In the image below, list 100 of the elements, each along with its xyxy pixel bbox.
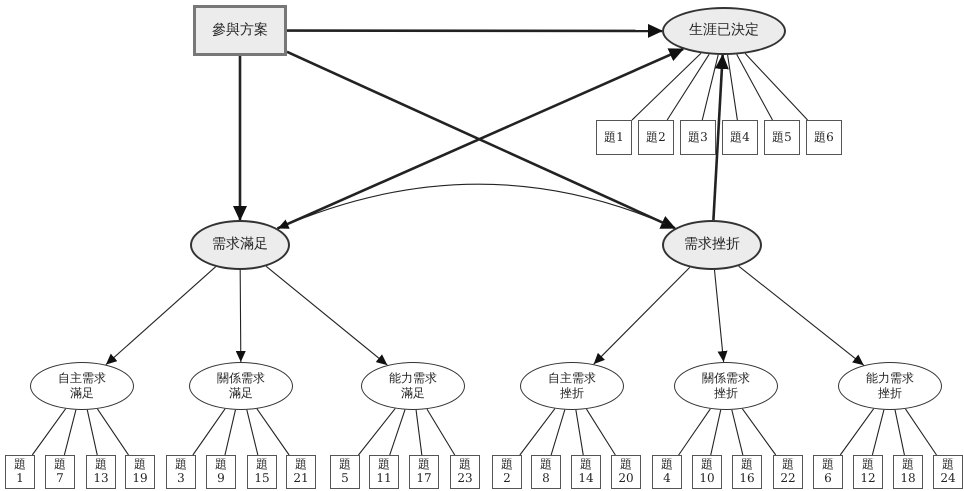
connector-line	[550, 410, 566, 456]
node-label: 題1	[14, 458, 26, 486]
latent-ellipse	[190, 220, 290, 270]
connector-line	[894, 410, 905, 456]
connector-line	[710, 410, 722, 456]
connector-line	[736, 54, 773, 120]
arrow	[712, 54, 729, 220]
node-label: 題18	[900, 458, 916, 486]
connector-line	[727, 54, 738, 120]
connector-line	[97, 408, 129, 456]
arrow	[287, 24, 663, 38]
node-label: 題6	[822, 458, 834, 486]
connector-line	[744, 53, 808, 120]
node-label: 題23	[457, 458, 473, 486]
item-box	[853, 455, 883, 489]
node-label: 參與方案	[212, 22, 268, 40]
arrow	[236, 270, 246, 362]
node-label: 題5	[339, 458, 351, 486]
item-box	[492, 455, 522, 489]
connector-line	[586, 408, 616, 456]
node-label: 題17	[416, 458, 432, 486]
node-label: 題15	[254, 458, 270, 486]
connector-line	[519, 408, 556, 456]
node-label: 生涯已決定	[689, 22, 759, 40]
connector-line	[246, 410, 258, 456]
node-label: 題8	[540, 458, 552, 486]
item-box	[330, 455, 360, 489]
connector-line	[731, 410, 744, 456]
connector-line	[840, 408, 874, 456]
node-label: 需求滿足	[212, 236, 268, 254]
node-label: 題14	[578, 458, 594, 486]
node-label: 題7	[54, 458, 66, 486]
node-label: 題2	[646, 130, 666, 145]
item-box	[806, 120, 842, 155]
node-label: 題4	[661, 458, 673, 486]
item-box	[166, 455, 196, 489]
node-label: 題22	[780, 458, 796, 486]
item-box	[247, 455, 277, 489]
connector-line	[632, 52, 702, 120]
node-label: 能力需求挫折	[865, 371, 915, 401]
connector-line	[256, 408, 290, 456]
arrow	[233, 56, 247, 221]
node-label: 題19	[132, 458, 148, 486]
item-box	[596, 120, 632, 155]
node-label: 題12	[860, 458, 876, 486]
node-label: 能力需求滿足	[388, 371, 438, 401]
node-label: 自主需求挫折	[547, 371, 597, 401]
item-box	[933, 455, 963, 489]
connector-line	[389, 410, 406, 456]
node-label: 題24	[940, 458, 956, 486]
connector-line	[575, 410, 584, 456]
item-box	[722, 120, 758, 155]
connector-line	[416, 410, 422, 456]
item-box	[813, 455, 843, 489]
connector-line	[86, 410, 98, 456]
item-box	[125, 455, 155, 489]
connector-line	[742, 408, 776, 456]
arrow	[106, 266, 216, 366]
node-label: 題2	[501, 458, 513, 486]
node-label: 題3	[175, 458, 187, 486]
connector-line	[678, 408, 711, 456]
connector-line	[64, 410, 76, 456]
item-box	[773, 455, 803, 489]
item-box	[692, 455, 722, 489]
node-label: 需求挫折	[684, 236, 740, 254]
node-label: 題6	[814, 130, 834, 145]
item-box	[206, 455, 236, 489]
connector-line	[358, 408, 396, 456]
item-box	[638, 120, 674, 155]
node-label: 題10	[699, 458, 715, 486]
connector-line	[905, 408, 937, 456]
node-label: 題16	[739, 458, 755, 486]
node-label: 題3	[688, 130, 708, 145]
arrow	[277, 184, 676, 230]
latent-ellipse	[662, 220, 762, 270]
item-box	[286, 455, 316, 489]
item-box	[45, 455, 75, 489]
node-label: 自主需求滿足	[57, 371, 107, 401]
item-box	[450, 455, 480, 489]
node-label: 關係需求滿足	[216, 371, 266, 401]
item-box	[732, 455, 762, 489]
node-label: 題20	[618, 458, 634, 486]
connector-line	[872, 410, 884, 456]
construct-box	[193, 5, 287, 56]
connector-line	[426, 408, 456, 456]
connector-line	[666, 54, 710, 120]
item-box	[369, 455, 399, 489]
connector-line	[702, 54, 719, 120]
connector-line	[192, 408, 226, 456]
node-label: 題11	[376, 458, 392, 486]
item-box	[5, 455, 35, 489]
item-box	[86, 455, 116, 489]
node-label: 關係需求挫折	[701, 371, 751, 401]
arrow	[714, 270, 728, 362]
node-label: 題9	[215, 458, 227, 486]
item-box	[531, 455, 561, 489]
item-box	[409, 455, 439, 489]
arrow	[738, 266, 864, 366]
item-box	[652, 455, 682, 489]
node-label: 題21	[293, 458, 309, 486]
